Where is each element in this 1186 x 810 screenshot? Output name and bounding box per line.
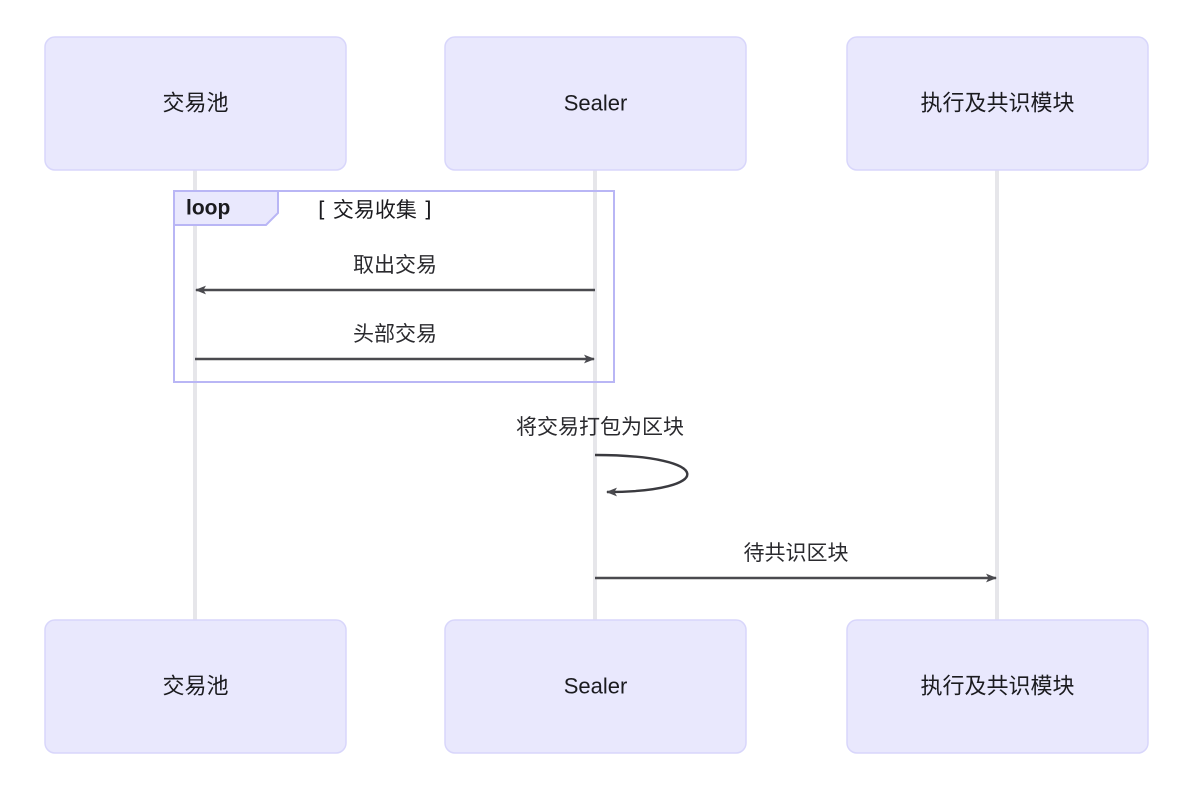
participant-txpool-top[interactable]: 交易池 — [44, 36, 347, 171]
participant-box-txpool-top — [44, 36, 347, 171]
message-msg-pending-block[interactable]: 待共识区块 — [595, 541, 997, 583]
participant-box-sealer-top — [444, 36, 747, 171]
participant-label-exec_consensus-bottom: 执行及共识模块 — [920, 675, 1074, 700]
fragment-loop-tx-collect: loop [ 交易收集 ] — [173, 190, 615, 383]
message-arrow-msg-pack-block — [594, 453, 689, 497]
participant-sealer-top[interactable]: Sealer — [444, 36, 747, 171]
fragment-tab-loop-tx-collect — [173, 190, 279, 226]
fragment-frame-loop-tx-collect — [173, 190, 615, 383]
fragment-condition-loop-tx-collect: [ 交易收集 ] — [318, 198, 432, 222]
participant-label-sealer-bottom: Sealer — [564, 673, 628, 698]
message-msg-fetch-tx[interactable]: 取出交易 — [195, 253, 595, 295]
participant-label-txpool-bottom: 交易池 — [162, 675, 228, 700]
participant-sealer-bottom[interactable]: Sealer — [444, 619, 747, 754]
participant-box-exec_consensus-bottom — [846, 619, 1149, 754]
participant-label-txpool-top: 交易池 — [162, 92, 228, 117]
participant-label-sealer-top: Sealer — [564, 90, 628, 115]
message-label-msg-fetch-tx: 取出交易 — [353, 253, 437, 277]
fragments-group: loop [ 交易收集 ] — [173, 190, 615, 383]
message-msg-pack-block[interactable]: 将交易打包为区块 — [516, 415, 689, 497]
participant-box-txpool-bottom — [44, 619, 347, 754]
message-msg-head-tx[interactable]: 头部交易 — [195, 322, 595, 364]
message-label-msg-pending-block: 待共识区块 — [744, 541, 849, 565]
fragment-tab-label-loop-tx-collect: loop — [186, 197, 230, 220]
participant-label-exec_consensus-top: 执行及共识模块 — [920, 92, 1074, 117]
participant-box-sealer-bottom — [444, 619, 747, 754]
message-label-msg-pack-block: 将交易打包为区块 — [516, 415, 684, 439]
participant-exec_consensus-bottom[interactable]: 执行及共识模块 — [846, 619, 1149, 754]
participant-exec_consensus-top[interactable]: 执行及共识模块 — [846, 36, 1149, 171]
participant-txpool-bottom[interactable]: 交易池 — [44, 619, 347, 754]
message-label-msg-head-tx: 头部交易 — [353, 322, 437, 346]
participant-box-exec_consensus-top — [846, 36, 1149, 171]
lifelines-group — [193, 170, 999, 620]
